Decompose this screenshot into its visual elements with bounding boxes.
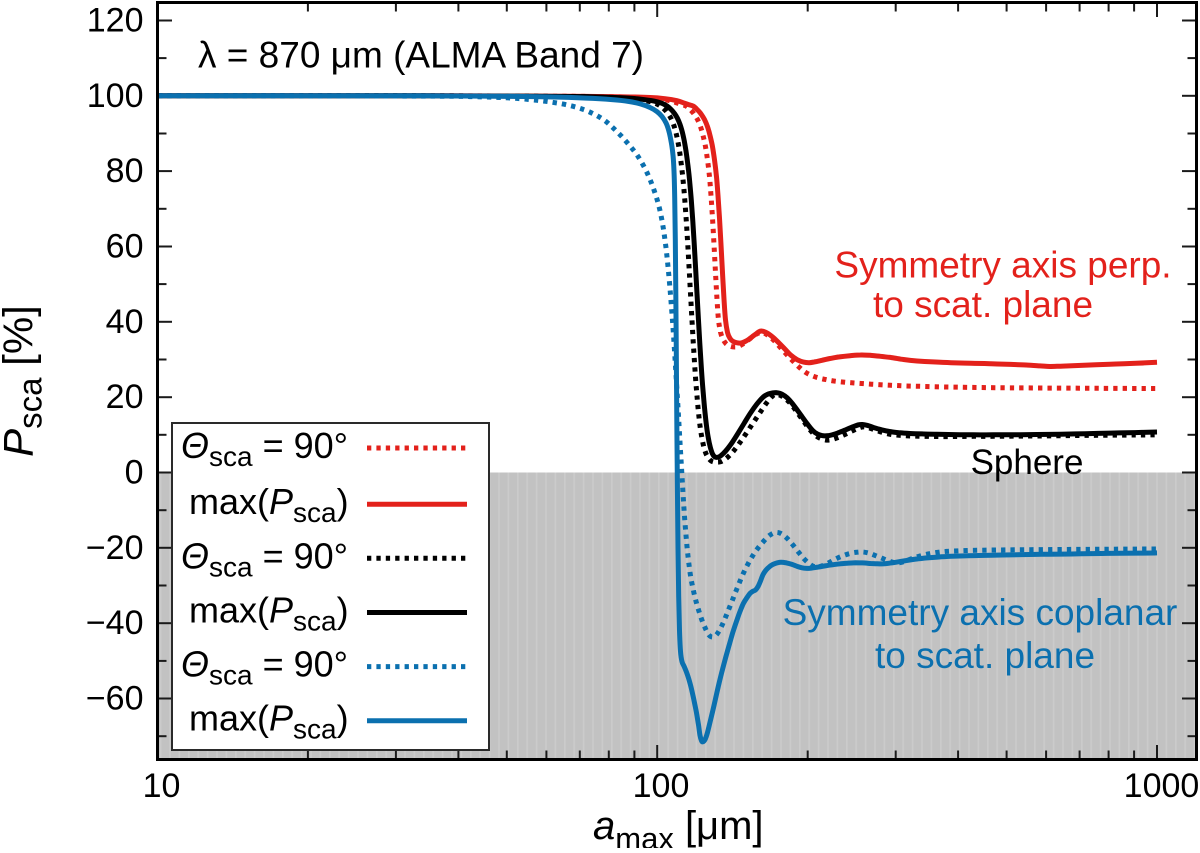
svg-text:Θsca = 90°: Θsca = 90° <box>181 644 348 691</box>
svg-text:40: 40 <box>106 303 144 341</box>
svg-text:λ = 870 μm (ALMA Band 7): λ = 870 μm (ALMA Band 7) <box>198 35 644 76</box>
svg-text:Symmetry axis perp.: Symmetry axis perp. <box>834 245 1171 286</box>
svg-text:to scat. plane: to scat. plane <box>875 635 1095 676</box>
svg-text:to scat. plane: to scat. plane <box>873 284 1093 325</box>
svg-text:−40: −40 <box>86 604 144 642</box>
svg-text:Sphere: Sphere <box>971 443 1084 482</box>
svg-text:120: 120 <box>87 2 144 40</box>
svg-text:100: 100 <box>633 767 690 805</box>
svg-text:Symmetry axis coplanar: Symmetry axis coplanar <box>783 592 1178 633</box>
svg-text:1000: 1000 <box>1124 767 1200 805</box>
svg-text:80: 80 <box>106 152 144 190</box>
svg-text:Θsca = 90°: Θsca = 90° <box>181 425 348 472</box>
svg-text:Psca [%]: Psca [%] <box>0 305 49 457</box>
svg-text:20: 20 <box>106 378 144 416</box>
svg-text:Θsca = 90°: Θsca = 90° <box>181 535 348 582</box>
svg-text:0: 0 <box>125 454 144 492</box>
svg-text:−20: −20 <box>86 529 144 567</box>
svg-text:−60: −60 <box>86 680 144 718</box>
svg-text:100: 100 <box>87 77 144 115</box>
svg-text:10: 10 <box>143 767 181 805</box>
svg-text:60: 60 <box>106 228 144 266</box>
svg-text:max(Psca): max(Psca) <box>189 590 349 637</box>
